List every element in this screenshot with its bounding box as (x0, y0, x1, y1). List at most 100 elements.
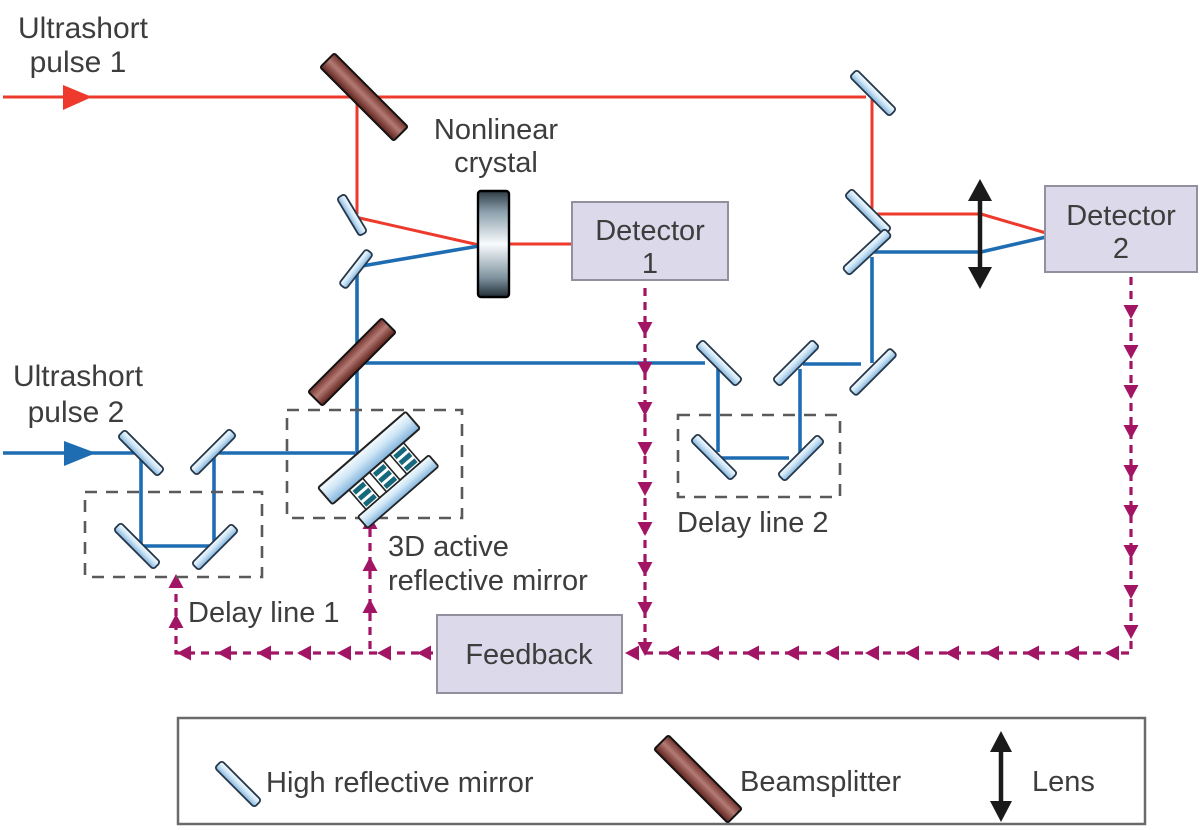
mirror-icon (842, 228, 892, 276)
pulse2-label: Ultrashort (13, 360, 144, 393)
legend-beamsplitter-label: Beamsplitter (740, 766, 902, 798)
text-labels: Ultrashort pulse 1 Ultrashort pulse 2 No… (13, 12, 1176, 671)
mirrors (114, 70, 897, 570)
feedback-arrowhead (745, 645, 759, 661)
beamsplitter-icon (307, 317, 397, 407)
feedback-arrowhead (637, 442, 653, 456)
lens-icon (968, 179, 992, 289)
delay-line-1-label: Delay line 1 (188, 597, 340, 629)
beam-pulse1-to-detector2 (980, 212, 1047, 235)
feedback-arrowhead (337, 645, 351, 661)
beamsplitter-icon (653, 734, 743, 824)
active-mirror-face (317, 411, 421, 505)
feedback-arrowhead (1123, 465, 1139, 479)
mirror-icon (773, 340, 819, 386)
mirror-icon (190, 429, 236, 475)
active-mirror-box (285, 408, 464, 520)
pulse1-input-arrowhead (63, 85, 92, 110)
feedback-arrowhead (297, 645, 311, 661)
feedback-arrowhead (825, 645, 839, 661)
feedback-arrowhead (1123, 345, 1139, 359)
mirror-icon (339, 249, 373, 289)
beam-pulse2 (3, 235, 1047, 548)
feedback-path-detector2 (632, 277, 1133, 655)
mirror-icon (778, 435, 824, 481)
feedback-arrowhead (1123, 545, 1139, 559)
feedback-arrowhead (1065, 645, 1079, 661)
nonlinear-crystal-label: Nonlinear (434, 114, 558, 146)
active-mirror-label: 3D active (388, 531, 509, 563)
feedback-arrowhead (945, 645, 959, 661)
feedback-arrowhead (705, 645, 719, 661)
feedback-arrowhead (1123, 585, 1139, 599)
feedback-arrowhead (377, 645, 391, 661)
lens-icon (990, 731, 1012, 822)
feedback-arrowhead (257, 645, 271, 661)
feedback-arrowhead (637, 642, 653, 656)
mirror-icon (849, 348, 897, 396)
feedback-arrowhead (637, 402, 653, 416)
delay-line-2-box (676, 413, 842, 499)
mirror-icon (192, 524, 238, 570)
feedback-arrowhead (177, 645, 191, 661)
legend-lens-label: Lens (1032, 766, 1095, 798)
feedback-arrowhead (637, 362, 653, 376)
feedback-arrowhead (217, 645, 231, 661)
beam-pulse2-to-detector2 (980, 235, 1047, 254)
feedback-arrowhead (1123, 625, 1139, 639)
feedback-arrowhead (665, 645, 679, 661)
mirror-icon (118, 430, 164, 476)
feedback-arrowhead (865, 645, 879, 661)
detector1-box (571, 201, 729, 281)
feedback-arrowhead (417, 645, 431, 661)
feedback-arrowhead (362, 557, 378, 571)
delay-line-2-label: Delay line 2 (677, 507, 829, 539)
active-mirror-label: reflective mirror (388, 565, 588, 597)
mirror-icon (337, 194, 367, 236)
feedback-arrowhead (785, 645, 799, 661)
high-reflective-mirror-icon (215, 761, 261, 807)
feedback-arrowhead (168, 574, 184, 588)
feedback-arrowhead (1105, 645, 1119, 661)
delay-line-1-box (83, 490, 264, 579)
pulse1-label: Ultrashort (18, 12, 149, 45)
detector2-label: Detector (1066, 200, 1176, 232)
beamsplitter-icon (319, 52, 409, 142)
detector1-label: 1 (642, 248, 658, 280)
feedback-arrowhead (362, 599, 378, 613)
feedback-arrowhead (905, 645, 919, 661)
beam-pulse2-to-crystal (355, 244, 480, 269)
pulse1-label: pulse 1 (30, 46, 127, 79)
pulse2-input-arrowhead (64, 441, 96, 466)
feedback-arrowhead (637, 322, 653, 336)
beam-pulse1-to-crystal (354, 215, 480, 247)
legend-mirror-label: High reflective mirror (266, 767, 534, 799)
detector2-label: 2 (1113, 233, 1129, 265)
pulse2-label: pulse 2 (28, 396, 125, 429)
feedback-arrowhead (1123, 385, 1139, 399)
legend: High reflective mirror Beamsplitter Lens (176, 716, 1147, 826)
feedback-arrowhead (1123, 505, 1139, 519)
active-mirror-assembly (317, 411, 439, 529)
mirror-icon (114, 523, 160, 569)
mirror-icon (850, 70, 896, 116)
piezo-actuators (347, 441, 422, 511)
feedback-arrowhead (625, 645, 639, 661)
feedback-arrowhead (1025, 645, 1039, 661)
legend-box (176, 716, 1147, 826)
feedback-arrowhead (637, 482, 653, 496)
feedback-box (436, 614, 623, 694)
feedback-arrowhead (637, 602, 653, 616)
mirror-icon (845, 189, 891, 235)
beam-pulse1 (3, 85, 1047, 247)
nonlinear-crystal-label: crystal (454, 147, 538, 179)
feedback-arrowhead (168, 614, 184, 628)
detector2-box (1044, 185, 1198, 273)
feedback-arrowhead (637, 562, 653, 576)
mirror-icon (691, 434, 737, 480)
mirror-icon (696, 340, 742, 386)
feedback-label: Feedback (465, 639, 593, 671)
feedback-arrowhead (1123, 425, 1139, 439)
